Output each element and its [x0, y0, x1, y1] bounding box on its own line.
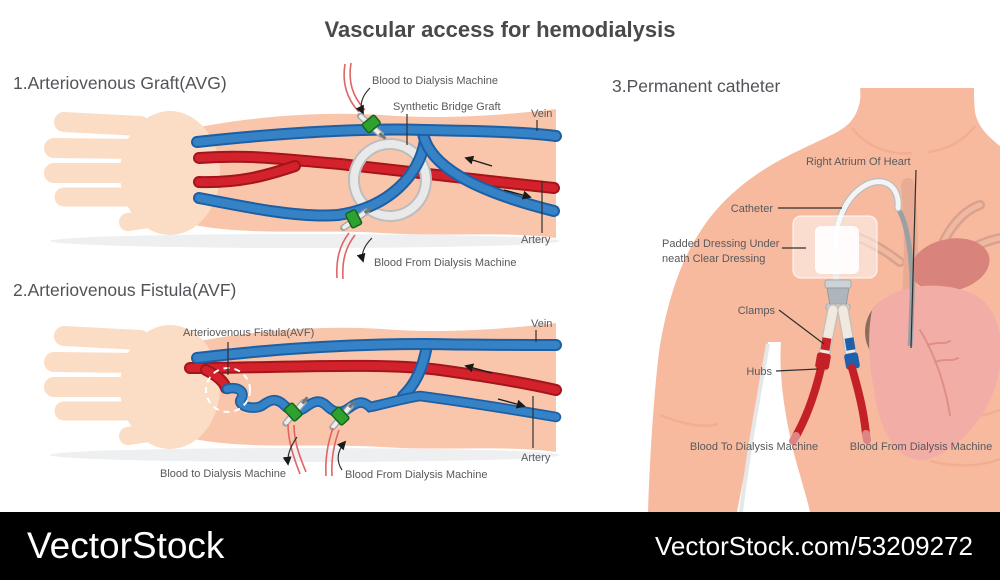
avf-blood-to-leader: [282, 436, 298, 466]
flow-arrow-right-icon: [503, 189, 532, 200]
avg-blood-line-bottom: [336, 232, 350, 279]
watermark-bar: VectorStock VectorStock.com/53209272: [0, 512, 1000, 580]
blood-tube-left: [792, 364, 825, 440]
flow-arrow-left-icon: [464, 363, 493, 374]
label-catheter: Catheter: [731, 203, 774, 215]
avg-label-blood-to: Blood to Dialysis Machine: [372, 75, 498, 87]
catheter-section: 3.Permanent catheter: [612, 76, 1000, 512]
blue-clamp: [844, 352, 860, 370]
avf-blood-line-left: [287, 423, 301, 475]
avg-label-artery: Artery: [521, 234, 551, 246]
catheter-heading: 3.Permanent catheter: [612, 76, 780, 96]
pulmonary-trunk: [910, 238, 990, 292]
vectorstock-logo: VectorStock: [27, 525, 225, 566]
label-hubs: Hubs: [746, 366, 772, 378]
heart-body: [869, 285, 1000, 460]
hubs-leader: [775, 368, 819, 372]
armpit-gap: [737, 342, 810, 512]
right-atrium-leader: [910, 169, 917, 349]
avf-arm-illustration: [50, 323, 560, 477]
avg-arm-illustration: [50, 62, 560, 280]
avf-label-blood-from: Blood From Dialysis Machine: [345, 469, 487, 481]
red-band: [820, 337, 832, 351]
avf-label-vein: Vein: [531, 318, 552, 330]
diagram-canvas: Vascular access for hemodialysis 1.Arter…: [13, 17, 1000, 512]
flow-arrow-left-icon: [464, 155, 493, 167]
neck-shading: [851, 127, 913, 155]
avf-heading: 2.Arteriovenous Fistula(AVF): [13, 280, 236, 300]
avf-label-fistula: Arteriovenous Fistula(AVF): [183, 327, 314, 339]
avg-blood-from-leader: [356, 237, 373, 263]
label-clamps: Clamps: [738, 305, 776, 317]
avf-label-blood-to: Blood to Dialysis Machine: [160, 468, 286, 480]
blue-band: [844, 337, 856, 351]
flow-arrow-right-icon: [497, 398, 526, 409]
avg-label-graft: Synthetic Bridge Graft: [393, 101, 501, 113]
avf-section: 2.Arteriovenous Fistula(AVF): [13, 280, 560, 481]
avf-blood-from-leader: [336, 440, 347, 471]
avg-label-vein: Vein: [531, 108, 552, 120]
avf-blood-line-right: [325, 427, 334, 477]
avg-blood-to-leader: [355, 87, 371, 115]
catheter-hub-assembly: [789, 279, 871, 445]
heart-illustration: [833, 178, 1000, 460]
torso-illustration: [648, 88, 1000, 512]
page-title: Vascular access for hemodialysis: [325, 17, 676, 42]
padded-dressing: [815, 226, 859, 274]
vectorstock-credit-url: VectorStock.com/53209272: [655, 530, 973, 561]
avg-label-blood-from: Blood From Dialysis Machine: [374, 257, 516, 269]
label-right-atrium: Right Atrium Of Heart: [806, 156, 911, 168]
label-dressing-line1: Padded Dressing Under: [662, 238, 780, 250]
avf-label-artery: Artery: [521, 452, 551, 464]
clamps-leader: [778, 309, 825, 345]
label-dressing-line2: neath Clear Dressing: [662, 253, 765, 265]
label-blood-to: Blood To Dialysis Machine: [690, 441, 818, 453]
coronary-vessels: [919, 329, 959, 416]
avg-heading: 1.Arteriovenous Graft(AVG): [13, 73, 227, 93]
blood-tube-right: [848, 364, 870, 438]
avg-section: 1.Arteriovenous Graft(AVG): [13, 62, 560, 280]
label-blood-from: Blood From Dialysis Machine: [850, 441, 992, 453]
